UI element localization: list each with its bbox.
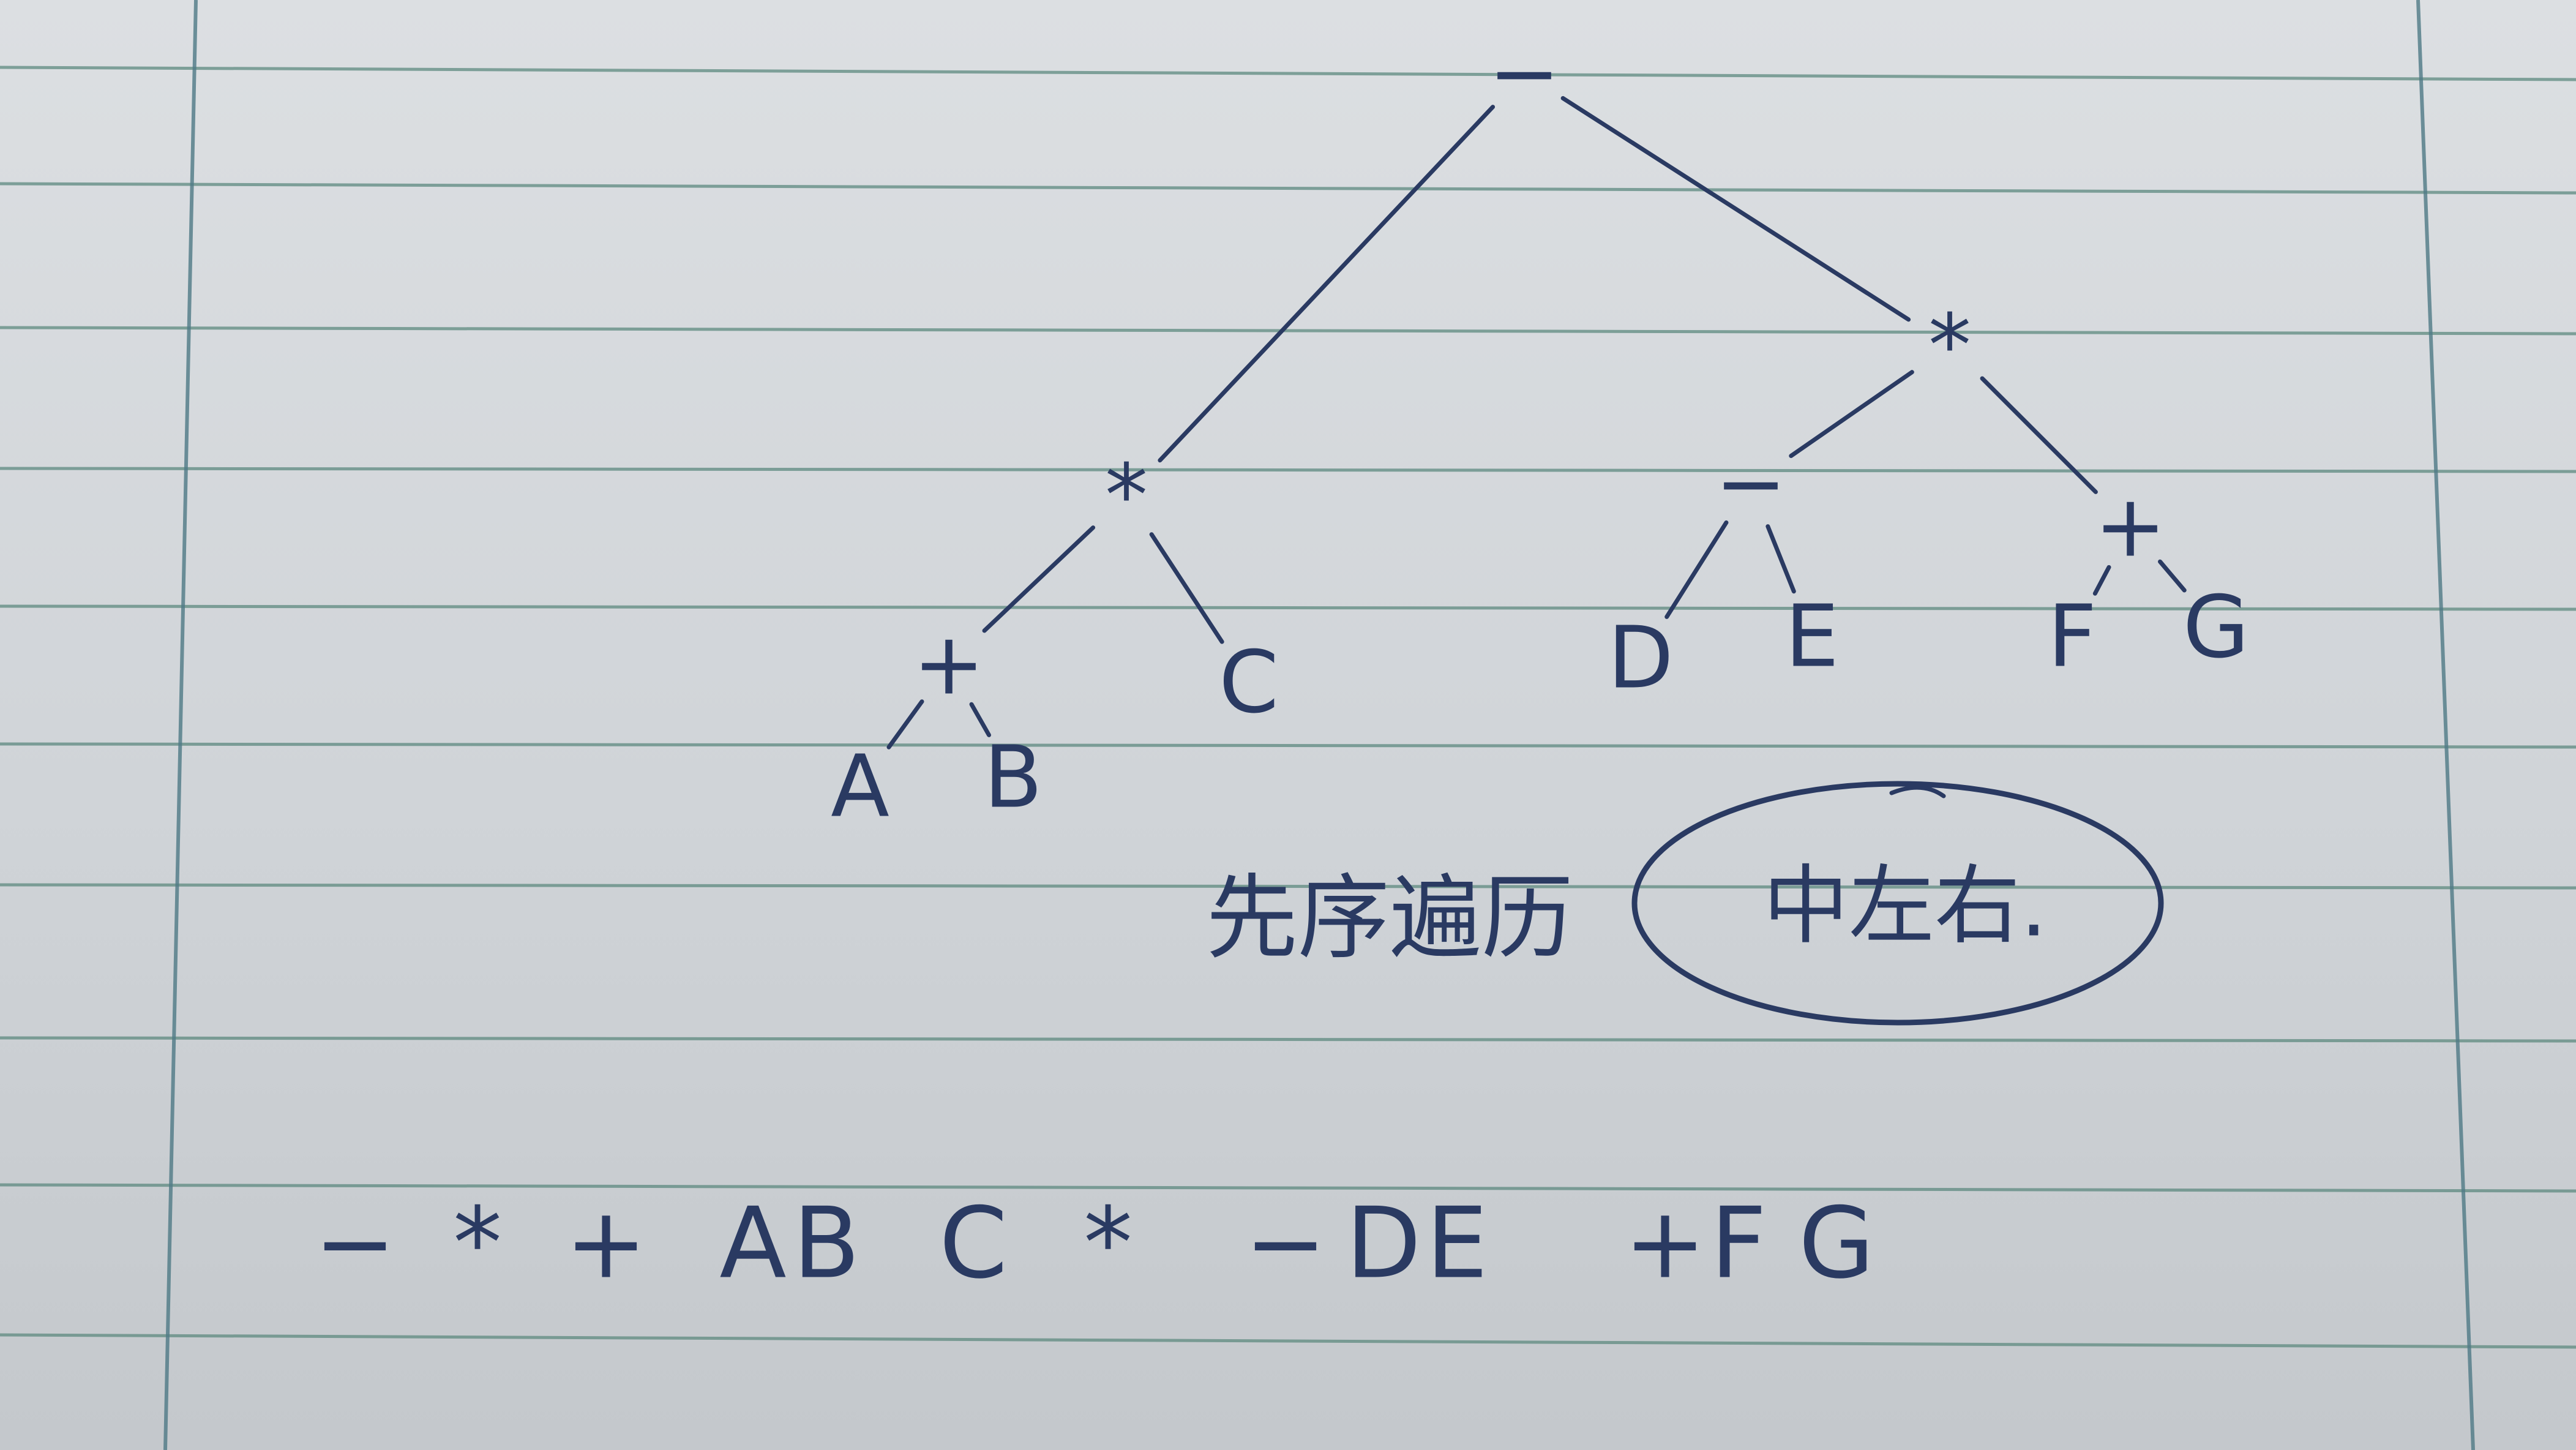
tree-edge-minus_de-e xyxy=(1765,524,1796,594)
rule-line xyxy=(0,66,2576,81)
traversal-label: 先序遍历 xyxy=(1206,865,1573,972)
preorder-token: C xyxy=(939,1186,1008,1301)
rule-line xyxy=(0,1333,2576,1349)
rule-line xyxy=(0,326,2576,336)
margin-line xyxy=(163,0,198,1450)
preorder-token: F xyxy=(1710,1186,1767,1301)
order-circle xyxy=(1631,781,2164,1026)
tree-edge-plus_ab-b xyxy=(969,702,992,737)
tree-node-minus_de: − xyxy=(1715,434,1786,534)
tree-edge-minus_de-d xyxy=(1664,520,1729,619)
tree-node-a: A xyxy=(831,737,889,837)
rule-line xyxy=(0,1036,2576,1043)
rule-line xyxy=(0,883,2576,890)
margin-line xyxy=(2416,0,2475,1450)
tree-edges xyxy=(886,96,2187,749)
preorder-token: B xyxy=(793,1186,860,1301)
tree-edge-mul_right-plus_fg xyxy=(1980,376,2098,494)
tree-node-g: G xyxy=(2183,578,2250,678)
rule-line xyxy=(0,1183,2576,1193)
preorder-token: E xyxy=(1426,1186,1488,1301)
tree-edge-mul_left-plus_ab xyxy=(982,525,1096,633)
tree-edge-root-mul_left xyxy=(1158,105,1496,463)
tree-node-root: − xyxy=(1488,24,1560,124)
rule-line xyxy=(0,604,2576,611)
tree-edge-plus_fg-f xyxy=(2092,565,2111,596)
traversal-order: 中左右. xyxy=(1763,857,2048,956)
tree-node-d: D xyxy=(1608,609,1674,708)
tree-node-b: B xyxy=(984,728,1043,828)
rule-line xyxy=(0,467,2576,473)
tree-node-c: C xyxy=(1219,633,1279,733)
rule-line xyxy=(0,742,2576,749)
traversal-note: 先序遍历 中左右. xyxy=(1206,781,2164,1026)
preorder-token: − xyxy=(1245,1186,1327,1301)
preorder-token: + xyxy=(1624,1186,1706,1301)
tree-edge-plus_fg-g xyxy=(2158,559,2187,593)
tree-edge-mul_left-c xyxy=(1149,532,1224,644)
tree-edge-root-mul_right xyxy=(1560,96,1911,322)
preorder-token: A xyxy=(719,1186,786,1301)
rule-line xyxy=(0,182,2576,195)
tree-edge-mul_right-minus_de xyxy=(1789,370,1914,458)
tree-node-plus_fg: + xyxy=(2094,477,2166,577)
tree-node-e: E xyxy=(1785,587,1839,687)
tree-node-mul_right: * xyxy=(1928,296,1971,396)
preorder-token: * xyxy=(453,1186,502,1301)
order-circle-tick xyxy=(1889,785,1946,798)
preorder-token: D xyxy=(1346,1186,1421,1301)
tree-node-f: F xyxy=(2048,587,2097,687)
preorder-token: * xyxy=(1084,1186,1133,1301)
preorder-token: G xyxy=(1799,1186,1874,1301)
preorder-token: − xyxy=(314,1186,396,1301)
tree-node-mul_left: * xyxy=(1105,446,1148,546)
tree-node-plus_ab: + xyxy=(913,615,984,715)
tree-edge-plus_ab-a xyxy=(886,699,924,749)
preorder-token: + xyxy=(565,1186,647,1301)
